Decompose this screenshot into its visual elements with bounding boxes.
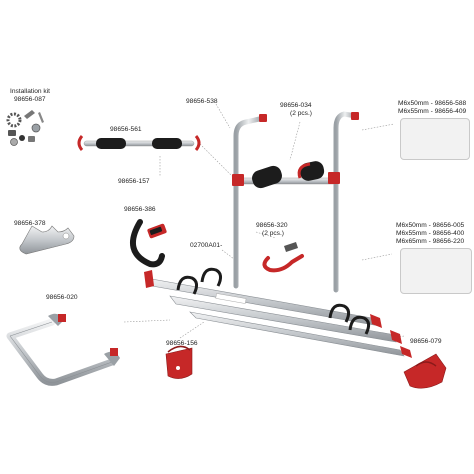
- red-cradle-part: [403, 353, 447, 389]
- cross-bar-part: [77, 135, 201, 151]
- installation-kit-parts: [6, 110, 44, 146]
- label-98656-538: 98656-538: [186, 98, 218, 105]
- u-bar-part: [6, 313, 120, 386]
- leader-020: [123, 319, 171, 323]
- leader-561: [199, 143, 233, 177]
- label-98656-157: 98656-157: [118, 178, 150, 185]
- install-kit-title: Installation kit: [10, 88, 50, 95]
- clamp-part: [19, 225, 75, 255]
- top-kit-line-2: M6x55mm - 98656-409: [398, 108, 467, 115]
- bottom-kit-line-3: M6x65mm - 98656-220: [396, 238, 465, 245]
- red-holder-part: [165, 345, 193, 379]
- strap-part: [129, 219, 167, 268]
- bottom-screw-kit-box: [400, 248, 472, 294]
- label-98656-020: 98656-020: [46, 294, 78, 301]
- top-kit-line-1: M6x50mm - 98656-588: [398, 100, 467, 107]
- leader-538: [215, 103, 231, 129]
- carrier-frame: [144, 111, 412, 358]
- bottom-kit-line-1: M6x50mm - 98656-005: [396, 222, 465, 229]
- label-98656-386: 98656-386: [124, 206, 156, 213]
- leader-bottom-kit: [361, 253, 393, 261]
- install-kit-code: 98656-087: [14, 96, 46, 103]
- leader-320: [255, 231, 277, 239]
- label-98656-561: 98656-561: [110, 126, 142, 133]
- wheel-rails: [144, 267, 412, 358]
- label-02700A01: 02700A01-: [190, 242, 223, 249]
- label-98656-034-qty: (2 pcs.): [290, 110, 312, 117]
- label-98656-156: 98656-156: [166, 340, 198, 347]
- bottom-kit-line-2: M6x55mm - 98656-400: [396, 230, 465, 237]
- leader-156: [179, 321, 205, 339]
- label-98656-034: 98656-034: [280, 102, 312, 109]
- red-hook-part: [262, 242, 304, 273]
- label-98656-378: 98656-378: [14, 220, 46, 227]
- label-98656-320-qty: (2 pcs.): [262, 230, 284, 237]
- label-98656-320: 98656-320: [256, 222, 288, 229]
- leader-034: [289, 121, 301, 161]
- label-98656-079: 98656-079: [410, 338, 442, 345]
- top-screw-kit-box: [400, 118, 470, 160]
- leader-top-kit: [361, 123, 395, 131]
- leader-02700: [221, 249, 239, 263]
